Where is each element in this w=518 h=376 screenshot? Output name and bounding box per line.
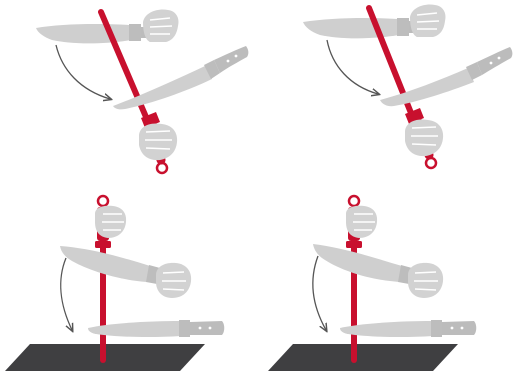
knife-handle — [190, 321, 224, 335]
hand-steel — [95, 206, 126, 238]
knife-end — [113, 46, 248, 109]
knife-bolster — [179, 320, 190, 337]
knife-bolster — [431, 320, 442, 337]
panel-2 — [303, 5, 512, 169]
knife-handle — [442, 321, 476, 335]
motion-arrow — [327, 40, 378, 94]
knife-bolster — [397, 18, 409, 36]
knife-handle — [477, 47, 512, 75]
knife-blade — [303, 18, 399, 38]
steel-ring — [98, 196, 108, 206]
motion-arrow — [56, 45, 110, 99]
hand-steel — [139, 123, 177, 160]
steel-ring — [349, 196, 359, 206]
steel-ring — [426, 158, 436, 168]
knife-end — [340, 320, 476, 337]
knife-end — [380, 47, 512, 106]
steel-guard — [95, 241, 111, 248]
knife-start — [60, 246, 170, 284]
knife-end — [88, 320, 224, 337]
knife-bolster — [129, 24, 141, 41]
motion-arrow — [61, 258, 72, 330]
knife-start — [303, 18, 418, 38]
motion-arrow — [313, 256, 326, 330]
cutting-surface — [268, 344, 458, 371]
steel-guard — [346, 241, 362, 248]
panel-4 — [268, 196, 476, 371]
knife-start — [313, 244, 422, 284]
hand-knife-start — [408, 263, 443, 298]
hand-knife-start — [156, 263, 191, 298]
knife-blade — [36, 24, 131, 43]
knife-blade — [313, 244, 402, 282]
hand-steel — [405, 119, 443, 156]
steel-ring — [157, 163, 167, 173]
hand-knife-start — [410, 5, 446, 38]
knife-start — [36, 24, 150, 43]
panel-1 — [36, 10, 248, 174]
hand-knife-start — [143, 10, 179, 43]
knife-handle — [214, 46, 248, 73]
hand-steel — [346, 206, 377, 238]
panel-3 — [5, 196, 224, 371]
